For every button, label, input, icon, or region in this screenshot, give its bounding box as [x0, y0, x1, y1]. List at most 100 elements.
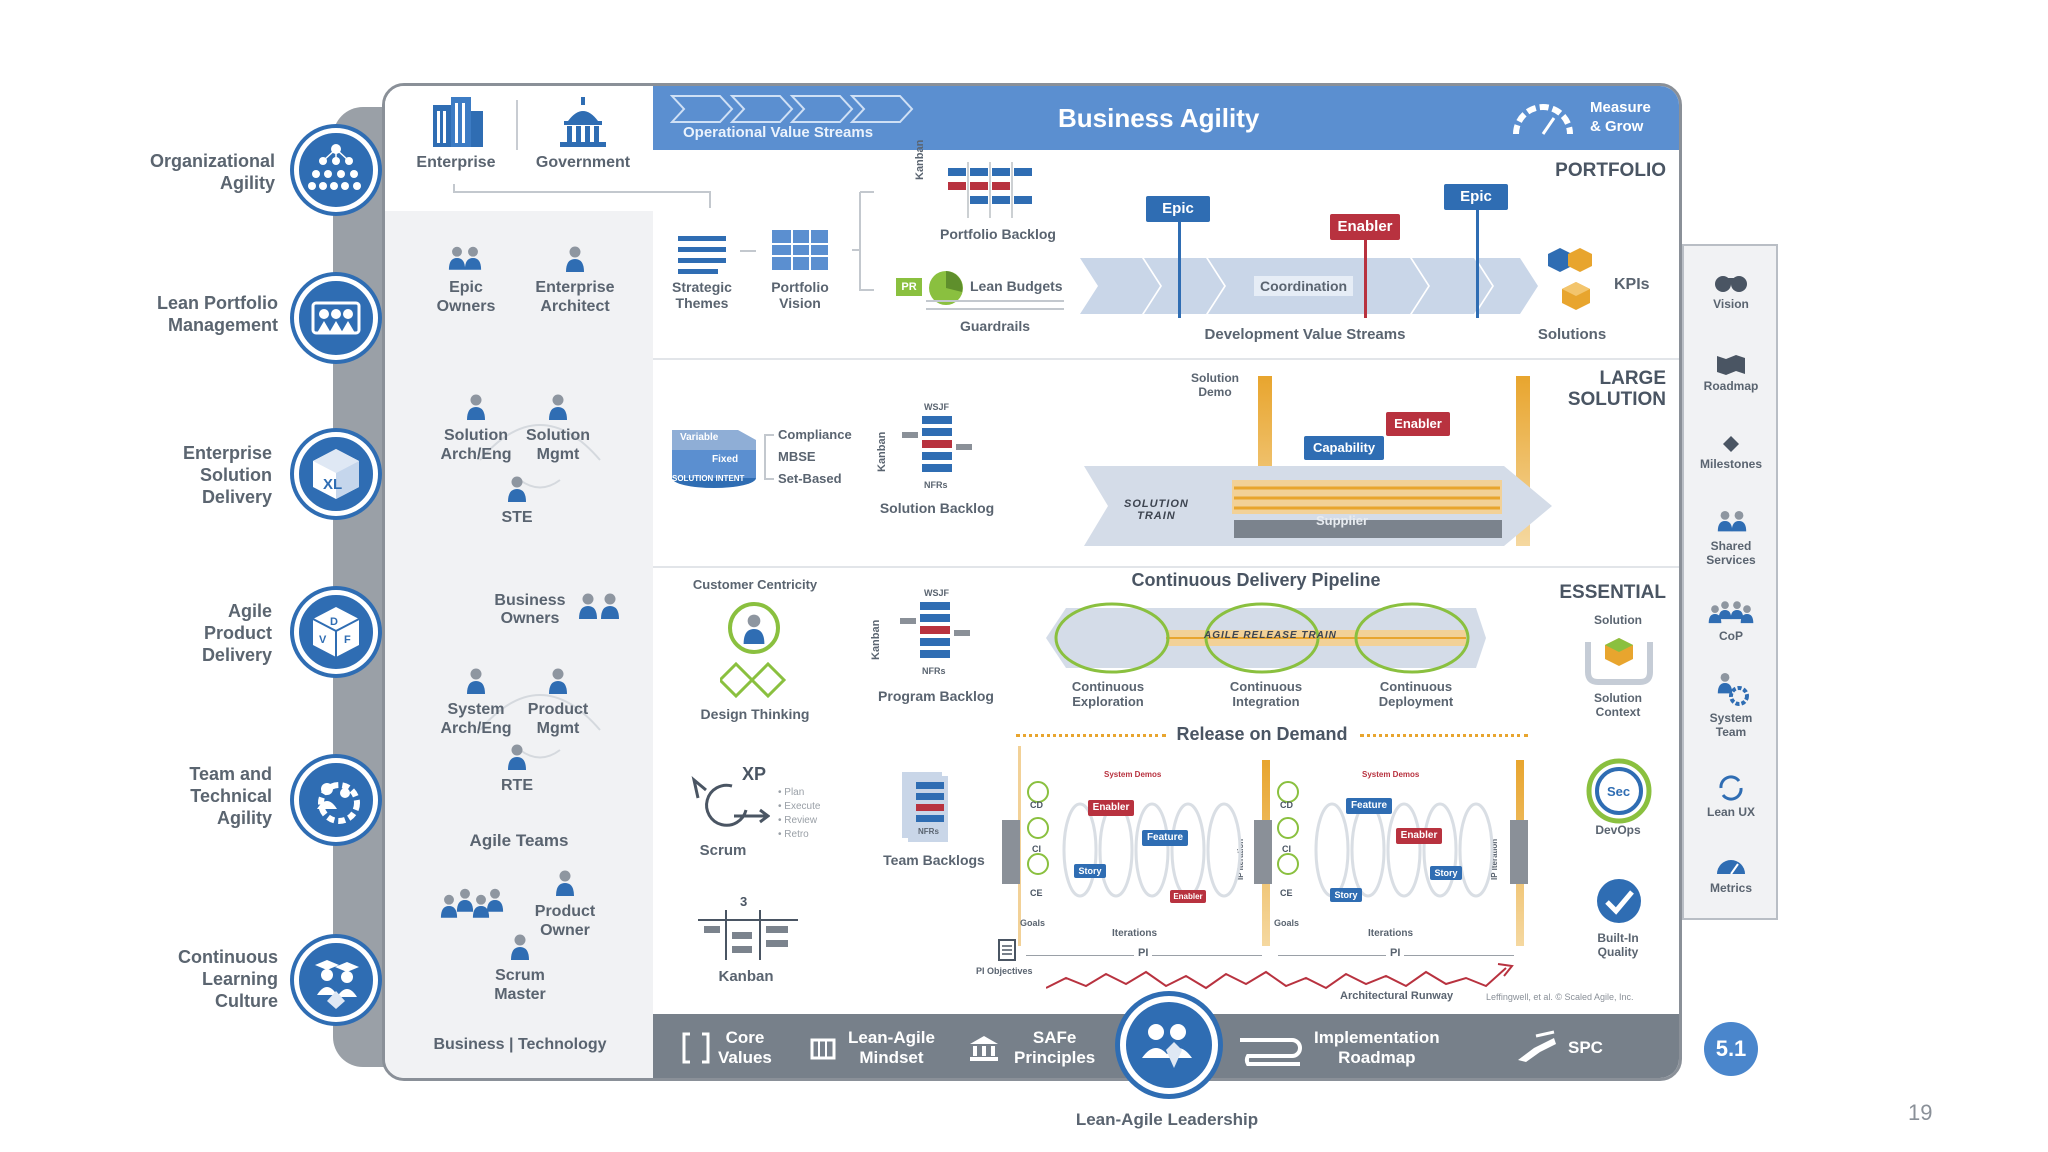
pi1-enabler-small-tag[interactable]: Enabler [1170, 890, 1206, 903]
competency-label-agile-product-delivery[interactable]: Agile Product Delivery [201, 601, 272, 665]
team-technical-agility-icon[interactable] [294, 758, 378, 842]
ce-ci-cd-chain-1 [1027, 781, 1049, 875]
lean-agile-leadership-circle[interactable] [1120, 996, 1218, 1094]
pi2-feature-tag[interactable]: Feature [1346, 798, 1392, 814]
gear-team-icon [317, 782, 360, 824]
guardrails-lines [926, 300, 1064, 310]
supplier-label[interactable]: Supplier [1316, 513, 1369, 528]
devops-label[interactable]: DevOps [1595, 823, 1641, 837]
pr-badge[interactable]: PR [896, 278, 922, 296]
art-label[interactable]: AGILE RELEASE TRAIN [1204, 630, 1337, 641]
enterprise-item[interactable]: Enterprise [408, 95, 504, 173]
enterprise-architect-icon [566, 246, 584, 272]
portfolio-backlog-label[interactable]: Portfolio Backlog [940, 226, 1056, 242]
pi-objectives-label[interactable]: PI Objectives [976, 966, 1033, 976]
page-number: 19 [1908, 1100, 1933, 1125]
agile-product-delivery-icon[interactable]: D V F [294, 590, 378, 674]
pi2-enabler-tag[interactable]: Enabler [1396, 828, 1442, 844]
enabler-flag[interactable]: Enabler [1330, 214, 1400, 240]
competency-label-enterprise-solution-delivery[interactable]: Enterprise Solution Delivery [182, 443, 272, 507]
epic-flag-2[interactable]: Epic [1444, 184, 1508, 210]
customer-centricity-label[interactable]: Customer Centricity [692, 577, 818, 592]
scrum-label[interactable]: Scrum [699, 842, 747, 859]
measure-grow-label[interactable]: Measure & Grow [1590, 99, 1651, 135]
kpis-label[interactable]: KPIs [1614, 276, 1650, 293]
pi2-story-tag-2[interactable]: Story [1430, 866, 1462, 880]
release-on-demand-label[interactable]: Release on Demand [1176, 724, 1348, 744]
lean-budgets-label[interactable]: Lean Budgets [970, 278, 1063, 294]
pi2-story-tag-1[interactable]: Story [1330, 888, 1362, 902]
program-backlog-label[interactable]: Program Backlog [878, 688, 994, 704]
epic-flag-1[interactable]: Epic [1146, 196, 1210, 222]
palette-vision[interactable]: Vision [1684, 270, 1778, 311]
competency-label-continuous-learning-culture[interactable]: Continuous Learning Culture [178, 947, 278, 1011]
strategic-themes-icon [678, 236, 726, 274]
ovs-chevrons[interactable] [669, 94, 920, 124]
capability-tag[interactable]: Capability [1304, 436, 1384, 460]
team-backlogs-label[interactable]: Team Backlogs [883, 852, 985, 868]
palette-metrics[interactable]: Metrics [1684, 852, 1778, 895]
palette-lean-ux[interactable]: Lean UX [1684, 772, 1778, 819]
solution-backlog-label[interactable]: Solution Backlog [879, 500, 995, 516]
pi1-enabler-tag[interactable]: Enabler [1088, 800, 1134, 816]
product-mgmt-icon [549, 668, 567, 694]
large-solution-enabler-tag[interactable]: Enabler [1386, 412, 1450, 436]
continuous-learning-culture-icon[interactable] [294, 938, 378, 1022]
architectural-runway-label[interactable]: Architectural Runway [1340, 990, 1454, 1002]
role-rte[interactable]: RTE [494, 742, 540, 796]
competency-label-organizational-agility[interactable]: Organizational Agility [149, 151, 275, 193]
guardrails-label[interactable]: Guardrails [959, 318, 1031, 334]
pi1-feature-tag[interactable]: Feature [1142, 830, 1188, 846]
solution-label: Solution [1594, 613, 1642, 627]
enterprise-solution-delivery-icon[interactable]: XL [294, 432, 378, 516]
organizational-agility-icon[interactable] [294, 128, 378, 212]
coordination-label[interactable]: Coordination [1254, 276, 1354, 296]
solution-intent[interactable]: Variable Fixed SOLUTION INTENT [668, 424, 760, 494]
palette-cop[interactable]: CoP [1684, 598, 1778, 643]
lean-agile-leadership-label[interactable]: Lean-Agile Leadership [1075, 1110, 1259, 1129]
spc-label[interactable]: SPC [1568, 1038, 1603, 1057]
rod-dots-right [1360, 734, 1528, 737]
scrum-steps: • Plan • Execute • Review • Retro [778, 787, 821, 840]
kanban-label[interactable]: Kanban [718, 968, 774, 985]
solution-kanban-label: Kanban [876, 431, 888, 472]
government-item[interactable]: Government [528, 95, 638, 173]
role-ste[interactable]: STE [494, 474, 540, 528]
xp-label[interactable]: XP [742, 764, 767, 784]
copyright-label: Leffingwell, et al. © Scaled Agile, Inc. [1486, 992, 1634, 1002]
competency-label-team-technical-agility[interactable]: Team and Technical Agility [189, 764, 272, 828]
competency-label-lean-portfolio-management[interactable]: Lean Portfolio Management [157, 293, 278, 335]
ovs-label[interactable]: Operational Value Streams [683, 124, 874, 141]
dvs-label[interactable]: Development Value Streams [1204, 326, 1406, 343]
lean-portfolio-management-icon[interactable] [294, 276, 378, 360]
palette-milestones[interactable]: Milestones [1684, 434, 1778, 471]
palette-roadmap[interactable]: Roadmap [1684, 352, 1778, 393]
solutions-label[interactable]: Solutions [1537, 326, 1607, 343]
design-thinking-label[interactable]: Design Thinking [700, 706, 810, 722]
pi1-story-tag[interactable]: Story [1074, 864, 1106, 878]
